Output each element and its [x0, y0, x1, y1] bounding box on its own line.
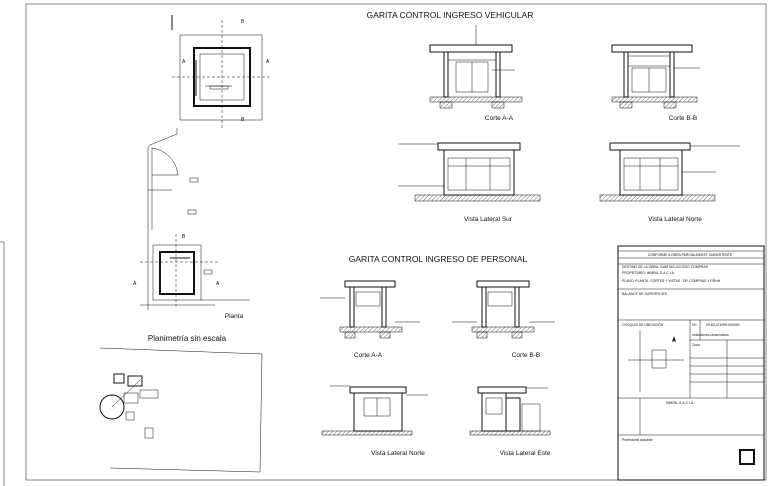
caption-corte-aa-2: Corte A-A — [354, 352, 383, 359]
caption-vista-lateral-sur: Vista Lateral Sur — [464, 216, 513, 223]
title-planimetria: Planimetría sin escala — [148, 334, 227, 343]
plan-view-vehicular-booth — [172, 20, 270, 128]
section-aa-personal — [320, 280, 420, 339]
plan-site-lines — [147, 15, 199, 310]
elevation-north-personal — [321, 385, 428, 436]
tb-nc-label: NC — [692, 323, 697, 327]
section-bb-vehicular — [611, 44, 700, 109]
section-mark-a-left: A — [182, 59, 186, 65]
caption-corte-bb-2: Corte B-B — [512, 352, 541, 359]
section-mark-b2-top: B — [182, 234, 186, 240]
caption-vista-lateral-norte-1: Vista Lateral Norte — [648, 216, 702, 223]
title-garita-personal: GARITA CONTROL INGRESO DE PERSONAL — [349, 254, 528, 264]
section-mark-b-top: B — [241, 19, 245, 25]
sheet-fold-mark — [0, 241, 5, 486]
caption-corte-aa-1: Corte A-A — [485, 115, 514, 122]
section-mark-a2-right: A — [216, 281, 220, 287]
section-markers-plan-1: B B A A — [182, 19, 270, 123]
elevation-east-personal — [469, 386, 551, 436]
caption-vista-lateral-este: Vista Lateral Este — [500, 450, 551, 457]
section-markers-plan-2: A A B — [133, 234, 220, 287]
sheet-border — [25, 3, 767, 481]
caption-vista-lateral-norte-2: Vista Lateral Norte — [371, 450, 425, 457]
tb-balance: BALANCE DE SUPERFICIES — [622, 292, 668, 296]
section-bb-personal — [452, 280, 555, 339]
tb-header: CONFORME A OBRA PARCIALMENTE SUBSISTENTE — [648, 253, 733, 257]
tb-croquis: CROQUIS DE UBICACIÓN — [622, 322, 664, 327]
section-aa-vehicular — [429, 25, 523, 109]
tb-zona: Zona — [692, 343, 700, 347]
section-mark-a2-left: A — [133, 281, 137, 287]
tb-propietario: PROPIETARIO: INMPAL S.A.C.I.A. — [622, 271, 675, 275]
section-mark-a-right: A — [266, 59, 270, 65]
tb-plano: PLANO: PLANTA, CORTES Y VISTAS - DP. COM… — [622, 279, 721, 283]
title-garita-vehicular: GARITA CONTROL INGRESO VEHICULAR — [367, 10, 534, 20]
tb-profesional: Profesional actuante — [622, 438, 653, 442]
tb-nc-value: 09-63-474099-000000 — [706, 323, 740, 327]
title-block — [617, 245, 765, 481]
elevation-south-vehicular — [398, 142, 541, 202]
caption-corte-bb-1: Corte B-B — [669, 115, 698, 122]
tb-indicadores: Indicadores urbanísticos — [692, 333, 729, 337]
caption-planta: Planta — [225, 313, 244, 320]
site-plan-sketch — [99, 347, 263, 473]
tb-destino: DESTINO DE LA OBRA: GARITAS ACCESO COMPR… — [622, 265, 709, 269]
tb-firma-inmpal: INMPAL S.A.C.I.A. — [666, 401, 694, 405]
section-mark-b-bottom: B — [241, 117, 245, 123]
plan-view-personal-booth — [140, 234, 250, 308]
elevation-north-vehicular — [599, 142, 740, 202]
